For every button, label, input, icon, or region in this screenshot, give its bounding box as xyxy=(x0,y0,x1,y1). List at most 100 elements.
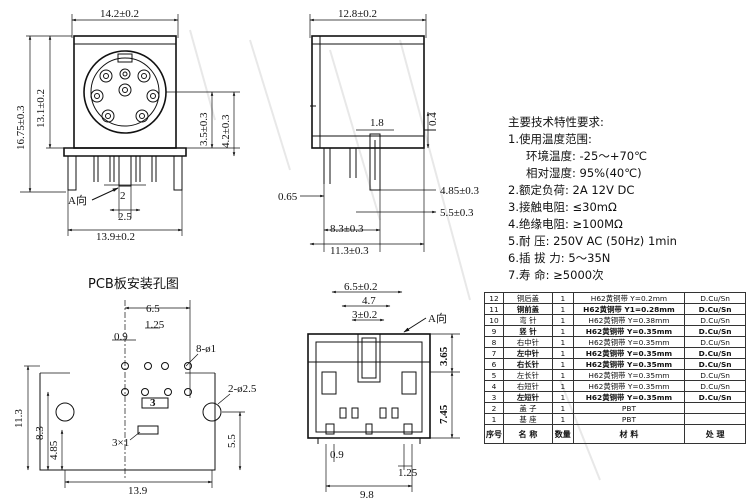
bom-cell-qty: 1 xyxy=(551,380,574,392)
spec-line: 4.绝缘电阻: ≥100MΩ xyxy=(508,216,748,233)
aview-dim-125: 1.25 xyxy=(398,467,418,479)
side-view: 12.8±0.2 1.8 0.4 0.65 4.85±0.3 5.5±0.3 8… xyxy=(278,8,480,257)
bom-cell-material: H62黄铜带 Y=0.35mm xyxy=(572,325,686,337)
bom-cell-name: 右短针 xyxy=(503,380,553,392)
spec-value: ≥5000次 xyxy=(549,268,604,282)
front-top-width: 14.2±0.2 xyxy=(100,8,139,20)
spec-line: 5.耐 压: 250V AC (50Hz) 1min xyxy=(508,233,748,250)
bom-cell-finish: D.Cu/Sn xyxy=(684,292,746,304)
bom-header-cell: 数量 xyxy=(551,424,574,444)
spec-label: 环境温度: xyxy=(526,149,576,163)
spec-label: 4.绝缘电阻: xyxy=(508,217,569,231)
spec-value: ≥100MΩ xyxy=(568,217,623,231)
pcb-dim-3: 3 xyxy=(150,397,156,409)
front-view: 14.2±0.2 xyxy=(15,8,240,243)
bom-cell-finish: D.Cu/Sn xyxy=(684,325,746,337)
bom-cell-qty: 1 xyxy=(551,336,574,348)
bom-header-cell: 处 理 xyxy=(684,424,746,444)
bom-cell-no: 1 xyxy=(484,413,504,425)
socket-pins xyxy=(90,68,160,123)
aview-dim-98: 9.8 xyxy=(360,489,374,501)
bom-cell-no: 5 xyxy=(484,369,504,381)
spec-value: 2A 12V DC xyxy=(568,183,635,197)
bom-cell-no: 6 xyxy=(484,358,504,370)
aview-dim-365: 3.65 xyxy=(438,346,450,366)
bom-cell-no: 11 xyxy=(484,303,504,315)
bom-cell-material: PBT xyxy=(572,413,686,425)
spec-line: 6.插 拔 力: 5～35N xyxy=(508,250,748,267)
spec-line: 1.使用温度范围: xyxy=(508,131,748,148)
pcb-hole-small: 8-ø1 xyxy=(196,343,216,355)
spec-label: 5.耐 压: xyxy=(508,234,550,248)
spec-line: 相对湿度: 95%(40℃) xyxy=(508,165,748,182)
front-height-body: 13.1±0.2 xyxy=(35,89,47,128)
front-a-direction: A向 xyxy=(68,193,87,207)
spec-line: 3.接触电阻: ≤30mΩ xyxy=(508,199,748,216)
aview-dim-47: 4.7 xyxy=(362,295,376,307)
bom-cell-qty: 1 xyxy=(551,292,574,304)
bom-cell-finish xyxy=(684,402,746,414)
bom-cell-qty: 1 xyxy=(551,358,574,370)
front-center-a: 3.5±0.3 xyxy=(198,112,210,146)
spec-line: 7.寿 命: ≥5000次 xyxy=(508,267,748,284)
bom-cell-name: 左长针 xyxy=(503,369,553,381)
bom-header-cell: 序号 xyxy=(484,424,504,444)
aview-dim-3: 3±0.2 xyxy=(352,309,377,321)
bom-cell-name: 基 座 xyxy=(503,413,553,425)
spec-value: 95%(40℃) xyxy=(575,166,642,180)
bom-cell-qty: 1 xyxy=(551,347,574,359)
pcb-dim-485: 4.85 xyxy=(48,440,60,460)
a-view: 6.5±0.2 4.7 3±0.2 A向 3.65 7. xyxy=(307,281,460,501)
bom-cell-qty: 1 xyxy=(551,391,574,403)
front-height-total: 16.75±0.3 xyxy=(15,105,27,150)
side-dim-18: 1.8 xyxy=(370,117,384,129)
aview-dim-745: 7.45 xyxy=(438,404,450,424)
bom-header-row: 序号名 称数量材 料处 理 xyxy=(484,424,746,444)
side-dim-113: 11.3±0.3 xyxy=(330,245,369,257)
bom-cell-name: 铜前盖 xyxy=(503,303,553,315)
bom-cell-name: 竖 针 xyxy=(503,325,553,337)
side-dim-065: 0.65 xyxy=(278,191,298,203)
bom-cell-material: H62黄铜带 Y=0.35mm xyxy=(572,369,686,381)
bom-cell-qty: 1 xyxy=(551,413,574,425)
bom-cell-finish: D.Cu/Sn xyxy=(684,391,746,403)
side-dim-83: 8.3±0.3 xyxy=(330,223,364,235)
aview-dim-65: 6.5±0.2 xyxy=(344,281,378,293)
bom-cell-name: 盖 子 xyxy=(503,402,553,414)
spec-label: 6.插 拔 力: xyxy=(508,251,565,265)
aview-a-direction: A向 xyxy=(428,311,447,325)
side-dim-55: 5.5±0.3 xyxy=(440,207,474,219)
aview-dim-09: 0.9 xyxy=(330,449,344,461)
pcb-small-holes xyxy=(121,362,192,396)
bom-cell-finish: D.Cu/Sn xyxy=(684,336,746,348)
side-dim-04: 0.4 xyxy=(427,112,439,126)
pcb-dim-125: 1.25 xyxy=(145,319,165,331)
bom-header-cell: 材 料 xyxy=(572,424,686,444)
bom-cell-qty: 1 xyxy=(551,314,574,326)
spec-label: 2.额定负荷: xyxy=(508,183,569,197)
pcb-dim-113: 11.3 xyxy=(13,409,25,428)
bom-cell-material: H62黄铜带 Y=0.2mm xyxy=(572,292,686,304)
spec-value: 5～35N xyxy=(564,251,611,265)
spec-line: 环境温度: -25～+70℃ xyxy=(508,148,748,165)
front-center-b: 4.2±0.3 xyxy=(220,114,232,148)
spec-label: 7.寿 命: xyxy=(508,268,550,282)
bom-cell-no: 4 xyxy=(484,380,504,392)
bom-cell-no: 2 xyxy=(484,402,504,414)
bom-cell-finish: D.Cu/Sn xyxy=(684,347,746,359)
specs-title: 主要技术特性要求: xyxy=(508,115,604,129)
bom-cell-material: PBT xyxy=(572,402,686,414)
side-top-width: 12.8±0.2 xyxy=(338,8,377,20)
front-pitch-2: 2 xyxy=(120,190,126,202)
bom-cell-material: H62黄铜带 Y=0.35mm xyxy=(572,380,686,392)
